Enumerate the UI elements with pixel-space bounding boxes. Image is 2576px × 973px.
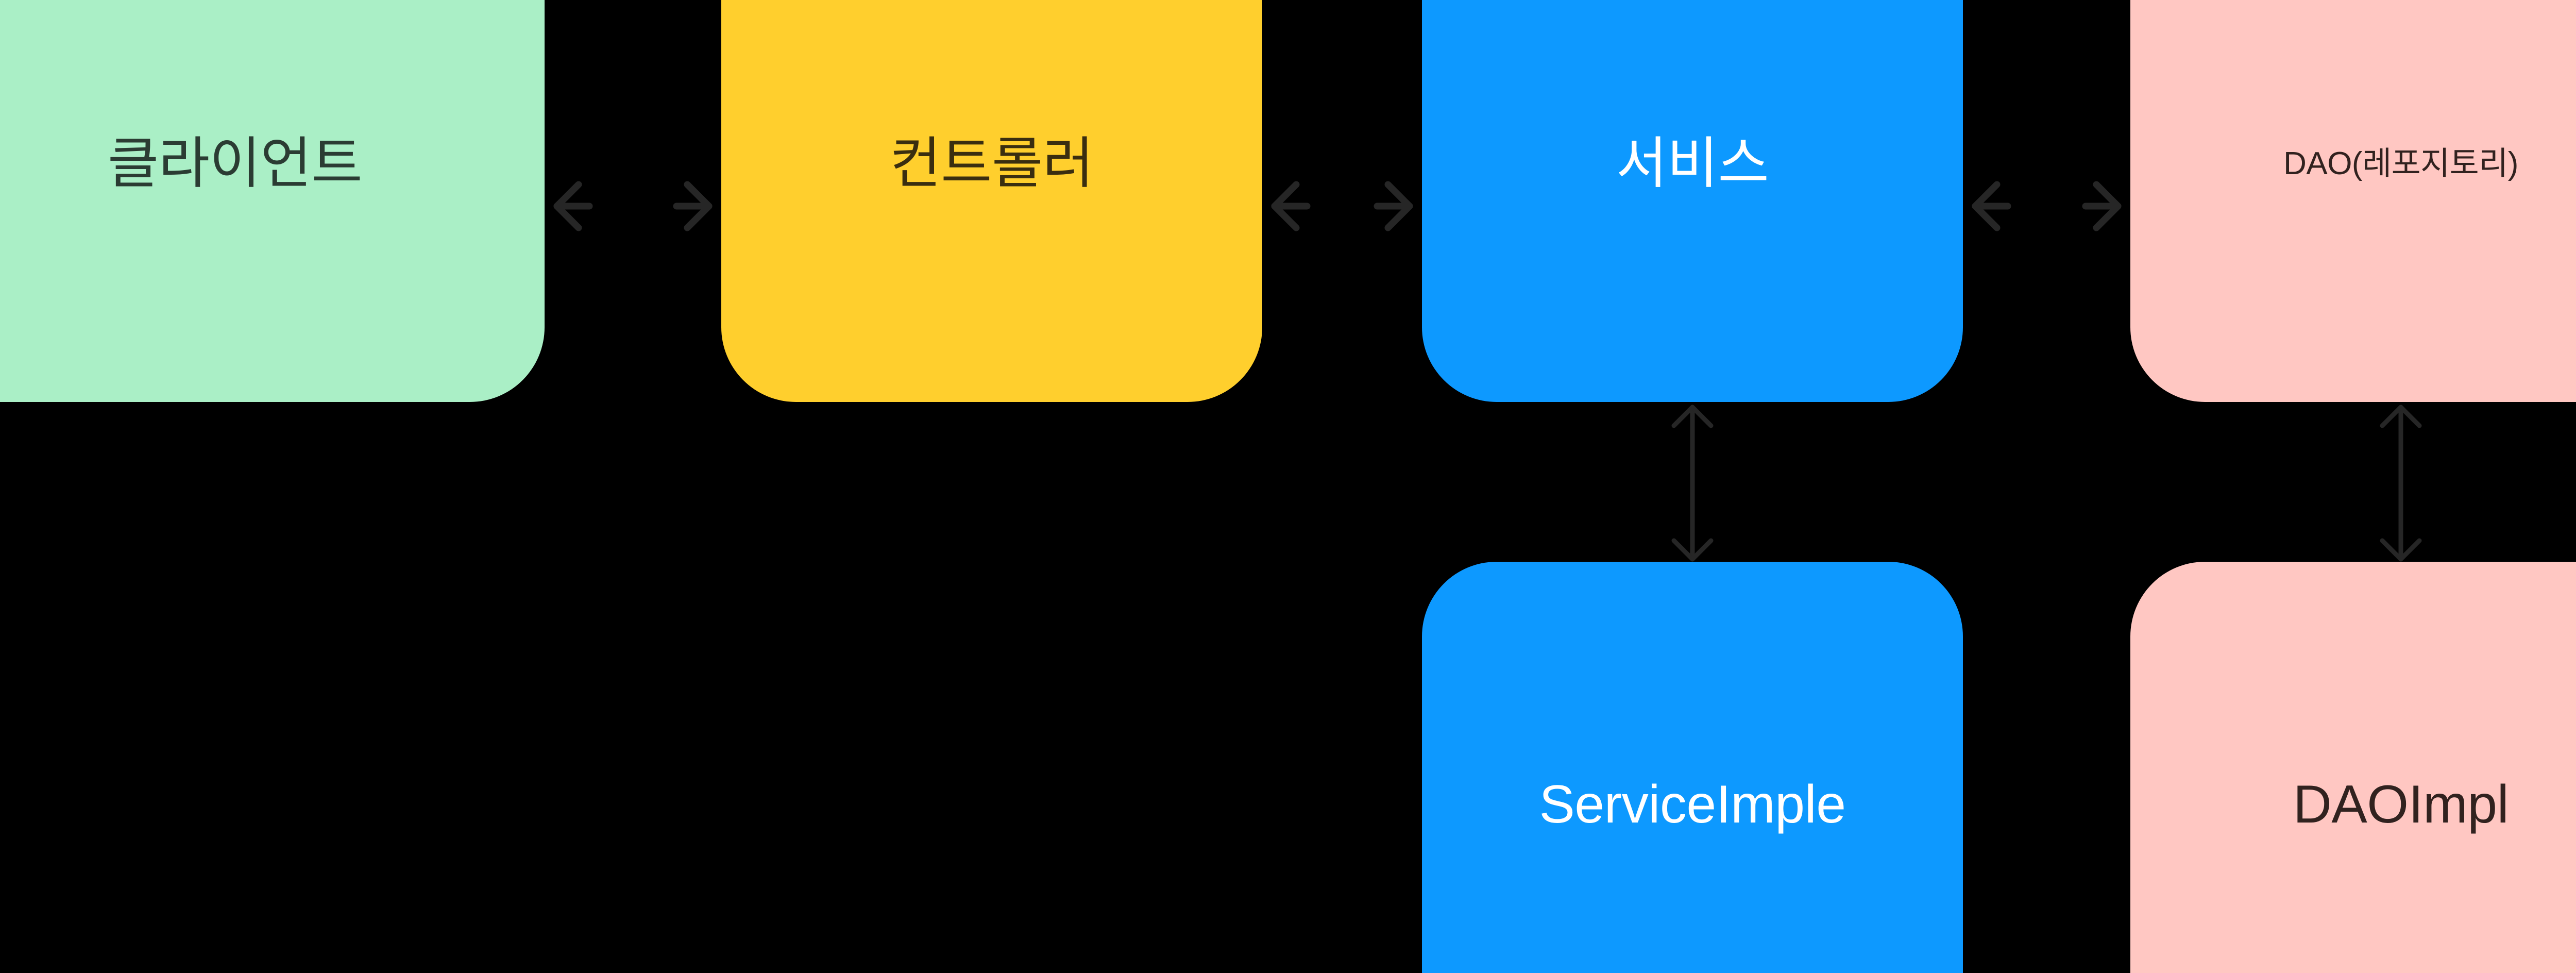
node-client[interactable]: 클라이언트 [0,0,545,402]
node-service[interactable]: 서비스 [1422,0,1963,402]
connector-service-serviceimple[interactable] [1671,405,1714,562]
node-label-service-imple: ServiceImple [1539,774,1846,834]
node-label-service: 서비스 [1616,132,1769,195]
node-label-dao: DAO(레포지토리) [2283,145,2518,181]
node-controller[interactable]: 컨트롤러 [721,0,1262,402]
node-label-client: 클라이언트 [107,132,363,195]
node-label-controller: 컨트롤러 [890,132,1094,195]
connector-controller-service[interactable] [1271,181,1413,231]
node-dao-impl[interactable]: DAOImpl [2130,562,2576,973]
connector-service-dao[interactable] [1972,181,2122,231]
connector-client-controller[interactable] [553,181,713,231]
node-service-imple[interactable]: ServiceImple [1422,562,1963,973]
connector-dao-daoimpl[interactable] [2380,405,2422,562]
node-label-dao-impl: DAOImpl [2293,774,2509,834]
node-dao[interactable]: DAO(레포지토리) [2130,0,2576,402]
